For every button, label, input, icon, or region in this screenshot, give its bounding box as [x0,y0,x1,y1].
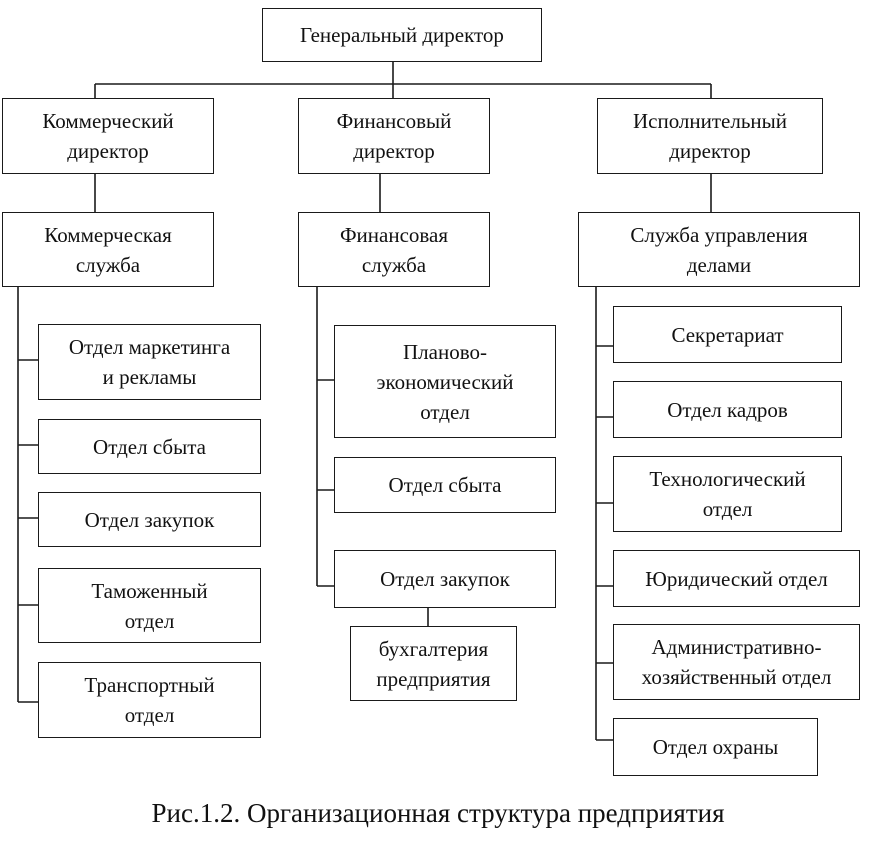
customs-department-box: Таможенный отдел [38,568,261,643]
technology-department-box: Технологический отдел [613,456,842,532]
planning-department-box: Планово- экономический отдел [334,325,556,438]
legal-department-box: Юридический отдел [613,550,860,607]
financial-sales-department-box: Отдел сбыта [334,457,556,513]
secretariat-box: Секретариат [613,306,842,363]
financial-procurement-department-box: Отдел закупок [334,550,556,608]
security-department-box: Отдел охраны [613,718,818,776]
transport-department-box: Транспортный отдел [38,662,261,738]
procurement-department-box: Отдел закупок [38,492,261,547]
financial-service-box: Финансовая служба [298,212,490,287]
commercial-service-box: Коммерческая служба [2,212,214,287]
hr-department-box: Отдел кадров [613,381,842,438]
marketing-department-box: Отдел маркетинга и рекламы [38,324,261,400]
admin-service-box: Служба управления делами [578,212,860,287]
maintenance-department-box: Административно- хозяйственный отдел [613,624,860,700]
figure-caption: Рис.1.2. Организационная структура предп… [151,798,725,828]
general-director-box: Генеральный директор [262,8,542,62]
sales-department-box: Отдел сбыта [38,419,261,474]
accounting-box: бухгалтерия предприятия [350,626,517,701]
financial-director-box: Финансовый директор [298,98,490,174]
commercial-director-box: Коммерческий директор [2,98,214,174]
executive-director-box: Исполнительный директор [597,98,823,174]
